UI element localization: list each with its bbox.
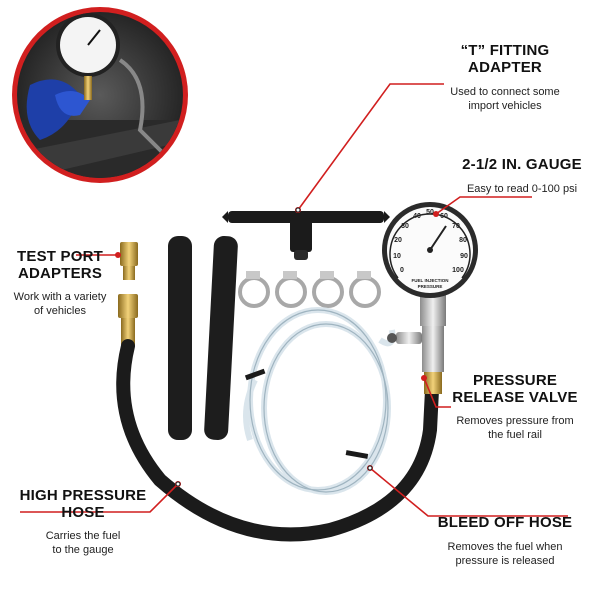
callout-desc: Removes the fuel when [447,541,563,553]
gauge-tick: 40 [413,213,421,220]
callout-high-pressure-hose: HIGH PRESSURE HOSE Carries the fuel to t… [8,487,158,557]
callout-desc: Work with a variety [13,291,107,303]
bleed-hose [243,307,396,495]
callout-desc: import vehicles [468,100,542,112]
callout-desc: Used to connect some [450,86,560,98]
pressure-gauge [382,202,478,394]
gauge-tick: 90 [460,253,468,260]
t-fitting [222,211,390,260]
gauge-tick: 70 [452,223,460,230]
callout-title: “T” FITTING [460,42,550,59]
gauge-tick: 0 [400,267,404,274]
callout-desc: Easy to read 0-100 psi [466,183,578,195]
gauge-tick: 30 [401,223,409,230]
gauge-tick: 20 [394,237,402,244]
gauge-tick: 80 [459,237,467,244]
inset-photo [12,7,188,183]
gauge-scale: 0 10 20 30 40 50 60 70 80 90 100 FUEL IN… [393,209,468,289]
callout-t-fitting: “T” FITTING ADAPTER Used to connect some… [420,42,590,113]
gauge-caption: PRESSURE [418,284,443,289]
callout-title: ADAPTER [468,59,542,76]
callout-title: HIGH PRESSURE [19,487,147,504]
callout-title: RELEASE VALVE [452,389,578,406]
callout-title: BLEED OFF HOSE [437,514,573,531]
callout-desc: Carries the fuel [45,530,121,542]
test-port-adapters [118,242,138,346]
high-pressure-hose [116,339,439,542]
callout-gauge: 2-1/2 IN. GAUGE Easy to read 0-100 psi [452,156,592,196]
gauge-tick: 60 [440,213,448,220]
gauge-tick: 50 [426,209,434,216]
callout-lines [20,83,568,517]
gauge-caption: FUEL INJECTION [412,278,449,283]
callout-test-port: TEST PORT ADAPTERS Work with a variety o… [0,248,120,318]
callout-title: HOSE [61,504,105,521]
callout-desc: Removes pressure from [456,415,574,427]
callout-title: 2-1/2 IN. GAUGE [462,156,582,173]
gauge-tick: 10 [393,253,401,260]
pressure-release-valve [387,332,422,344]
callout-pressure-valve: PRESSURE RELEASE VALVE Removes pressure … [445,372,585,442]
callout-desc: the fuel rail [488,429,542,441]
callout-desc: to the gauge [52,544,114,556]
callout-title: PRESSURE [472,372,558,389]
callout-bleed-hose: BLEED OFF HOSE Removes the fuel when pre… [430,514,580,568]
callout-title: TEST PORT [17,248,103,265]
short-hose-2 [204,236,238,440]
callout-desc: pressure is released [455,555,555,567]
hose-clamps [238,271,381,308]
callout-title: ADAPTERS [17,265,103,282]
callout-desc: of vehicles [34,305,86,317]
gauge-tick: 100 [452,267,464,274]
short-hose-1 [168,236,192,440]
